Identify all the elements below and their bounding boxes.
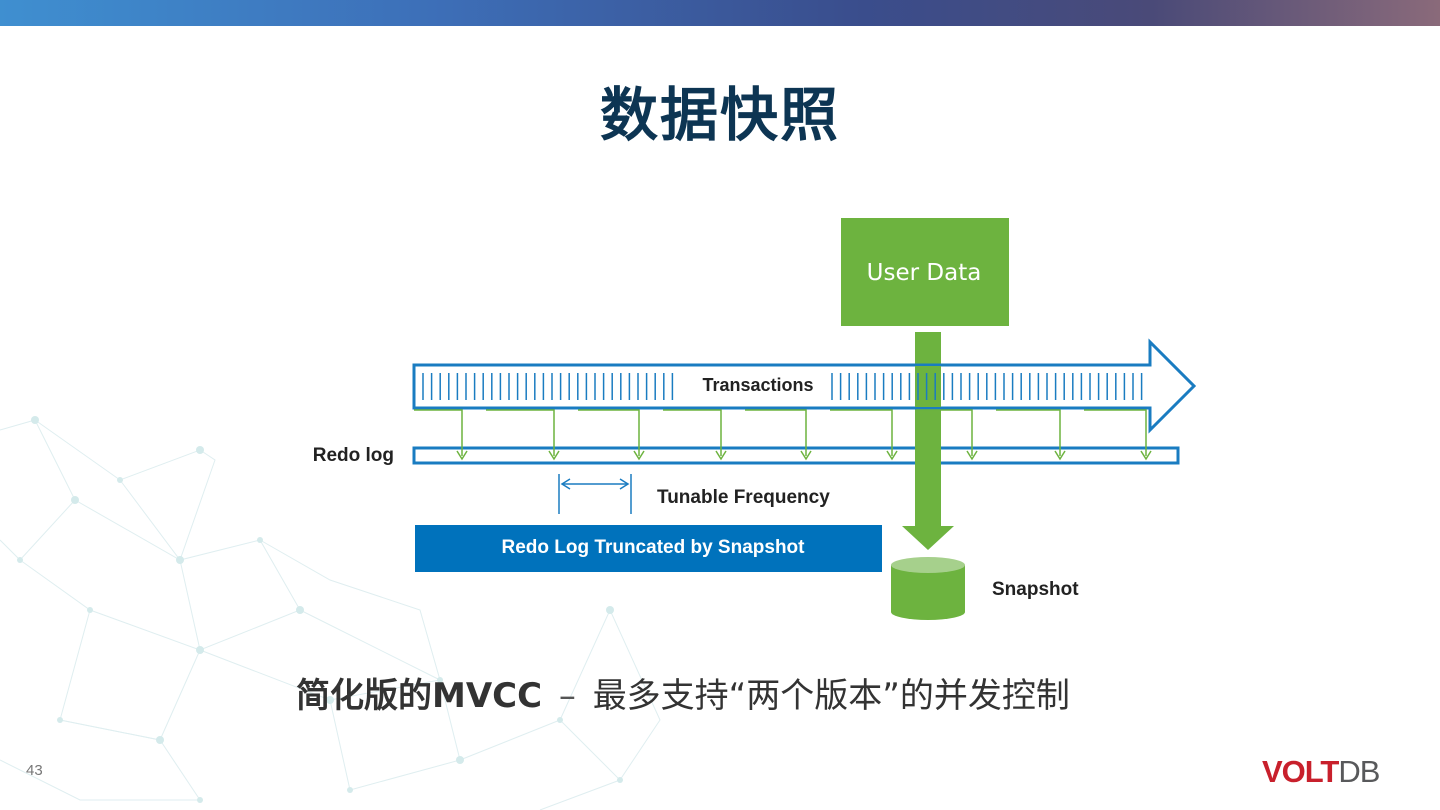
- log-write-line: [414, 409, 463, 456]
- snapshot-flow-arrow-shaft: [915, 332, 941, 530]
- subtitle-bold-part: 简化版的MVCC: [296, 676, 543, 716]
- user-data-label: User Data: [867, 260, 982, 286]
- snapshot-cylinder-body: [891, 565, 965, 620]
- log-write-line: [830, 409, 893, 456]
- snapshot-flow-overlap: [915, 366, 941, 407]
- snapshot-cylinder-top: [891, 557, 965, 573]
- voltdb-logo: VOLTDB: [1262, 754, 1380, 790]
- log-write-line: [578, 409, 640, 456]
- slide-title: 数据快照: [599, 81, 840, 149]
- subtitle-rest: 最多支持“两个版本”的并发控制: [592, 676, 1070, 716]
- snapshot-label: Snapshot: [992, 579, 1079, 600]
- log-write-line: [1084, 409, 1147, 456]
- transactions-arrow: [412, 338, 1197, 434]
- logo-volt: VOLT: [1262, 754, 1339, 789]
- subtitle-dash: –: [558, 676, 576, 716]
- log-write-arrowhead: [886, 450, 898, 461]
- slide-subtitle: 简化版的MVCC – 最多支持“两个版本”的并发控制: [296, 668, 1070, 717]
- log-write-line: [663, 409, 722, 456]
- frequency-left-arrowhead: [560, 478, 571, 490]
- transactions-label: Transactions: [702, 375, 813, 395]
- user-data-box: [841, 218, 1009, 326]
- transaction-ticks: [422, 373, 1143, 400]
- logo-db: DB: [1338, 754, 1380, 789]
- log-write-arrowhead: [715, 450, 727, 461]
- frequency-right-arrowhead: [619, 478, 630, 490]
- log-write-arrowhead: [966, 450, 978, 461]
- log-write-arrowhead: [633, 450, 645, 461]
- log-write-line: [916, 409, 973, 456]
- log-write-line: [745, 409, 807, 456]
- snapshot-flow-arrow-head: [902, 526, 954, 550]
- truncated-label: Redo Log Truncated by Snapshot: [502, 537, 806, 558]
- tunable-frequency-label: Tunable Frequency: [657, 487, 830, 508]
- redo-log-label: Redo log: [313, 445, 394, 466]
- log-write-arrows: [414, 409, 1152, 461]
- log-write-arrowhead: [1140, 450, 1152, 461]
- top-gradient-bar: [0, 0, 1440, 26]
- log-write-arrowhead: [456, 450, 468, 461]
- log-write-arrowhead: [1054, 450, 1066, 461]
- log-write-line: [486, 409, 555, 456]
- log-write-line: [996, 409, 1061, 456]
- page-number: 43: [26, 762, 43, 779]
- log-write-arrowhead: [548, 450, 560, 461]
- log-write-arrowhead: [800, 450, 812, 461]
- truncated-box: [415, 525, 882, 572]
- redo-log-bar: [412, 446, 1180, 465]
